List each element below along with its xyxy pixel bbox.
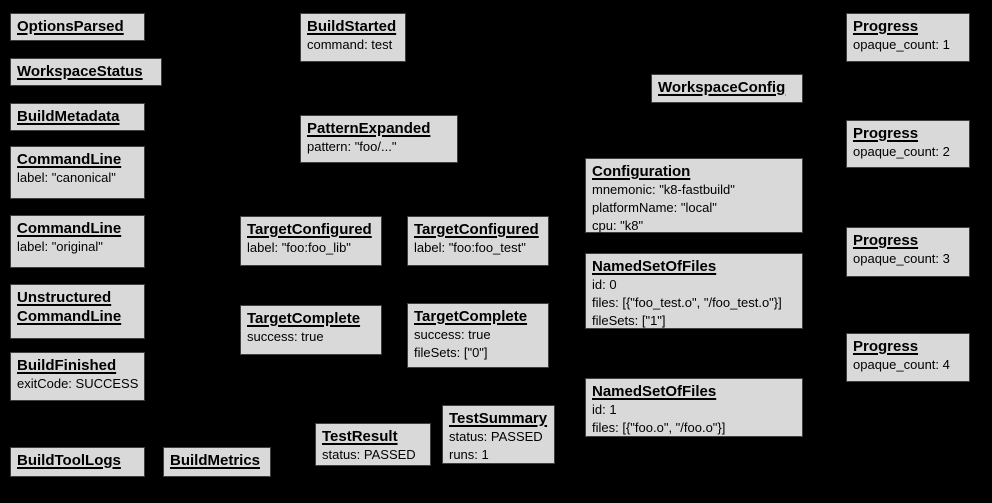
node-attribute: runs: 1: [449, 447, 489, 462]
node-attribute: fileSets: ["1"]: [592, 313, 666, 328]
node-attribute: pattern: "foo/...": [307, 139, 397, 154]
node-attribute: label: "foo:foo_test": [414, 240, 526, 255]
node-attribute: platformName: "local": [592, 200, 717, 215]
node-attribute: success: true: [247, 329, 324, 344]
node-pattern-expanded: PatternExpanded pattern: "foo/...": [300, 115, 458, 163]
node-attribute: id: 1: [592, 402, 617, 417]
node-title: OptionsParsed: [17, 18, 124, 35]
node-command-line-canonical: CommandLine label: "canonical": [10, 146, 145, 199]
node-build-metrics: BuildMetrics: [163, 447, 271, 477]
node-workspace-config: WorkspaceConfig: [651, 74, 803, 103]
node-title: NamedSetOfFiles: [592, 258, 717, 275]
node-title: Progress: [853, 232, 919, 249]
node-attribute: success: true: [414, 327, 491, 342]
node-attribute: exitCode: SUCCESS: [17, 376, 139, 391]
node-title: Progress: [853, 125, 919, 142]
node-title: CommandLine: [17, 220, 122, 237]
node-title: BuildFinished: [17, 357, 117, 374]
node-title: Configuration: [592, 163, 691, 180]
node-progress-1: Progress opaque_count: 1: [846, 13, 970, 62]
node-build-metadata: BuildMetadata: [10, 103, 145, 131]
node-title: Progress: [853, 338, 919, 355]
node-attribute: cpu: "k8": [592, 218, 644, 233]
node-target-configured-foo-test: TargetConfigured label: "foo:foo_test": [407, 216, 549, 266]
node-attribute: opaque_count: 1: [853, 37, 950, 52]
node-attribute: label: "canonical": [17, 170, 116, 185]
node-test-result: TestResult status: PASSED: [315, 423, 431, 466]
node-options-parsed: OptionsParsed: [10, 13, 145, 41]
node-title: WorkspaceConfig: [658, 79, 786, 96]
node-title: BuildStarted: [307, 18, 397, 35]
node-title: TargetConfigured: [414, 221, 539, 238]
node-title: TestResult: [322, 428, 398, 445]
node-attribute: status: PASSED: [322, 447, 416, 462]
node-named-set-of-files-1: NamedSetOfFiles id: 1 files: [{"foo.o", …: [585, 378, 803, 437]
node-target-configured-foo-lib: TargetConfigured label: "foo:foo_lib": [240, 216, 382, 266]
node-title: PatternExpanded: [307, 120, 431, 137]
node-workspace-status: WorkspaceStatus: [10, 58, 162, 86]
node-unstructured-command-line: Unstructured CommandLine: [10, 284, 145, 339]
node-progress-3: Progress opaque_count: 3: [846, 227, 970, 277]
node-title: WorkspaceStatus: [17, 63, 143, 80]
node-build-tool-logs: BuildToolLogs: [10, 447, 145, 477]
node-attribute: label: "original": [17, 239, 103, 254]
node-attribute: fileSets: ["0"]: [414, 345, 488, 360]
node-title: TestSummary: [449, 410, 548, 427]
node-attribute: command: test: [307, 37, 393, 52]
node-attribute: status: PASSED: [449, 429, 543, 444]
node-build-finished: BuildFinished exitCode: SUCCESS: [10, 352, 145, 401]
node-title: NamedSetOfFiles: [592, 383, 717, 400]
node-test-summary: TestSummary status: PASSED runs: 1: [442, 405, 555, 464]
node-attribute: id: 0: [592, 277, 617, 292]
node-target-complete-foo-test: TargetComplete success: true fileSets: […: [407, 303, 549, 368]
node-title: TargetConfigured: [247, 221, 372, 238]
node-progress-4: Progress opaque_count: 4: [846, 333, 970, 382]
node-attribute: opaque_count: 4: [853, 357, 950, 372]
node-title: Unstructured CommandLine: [17, 289, 122, 325]
node-title: TargetComplete: [414, 308, 528, 325]
node-title: BuildToolLogs: [17, 452, 121, 469]
node-title: BuildMetrics: [170, 452, 261, 469]
node-target-complete-foo-lib: TargetComplete success: true: [240, 305, 382, 355]
node-command-line-original: CommandLine label: "original": [10, 215, 145, 268]
node-build-started: BuildStarted command: test: [300, 13, 406, 62]
node-title: BuildMetadata: [17, 108, 120, 125]
node-progress-2: Progress opaque_count: 2: [846, 120, 970, 168]
node-named-set-of-files-0: NamedSetOfFiles id: 0 files: [{"foo_test…: [585, 253, 803, 329]
node-attribute: label: "foo:foo_lib": [247, 240, 351, 255]
node-title: Progress: [853, 18, 919, 35]
node-title: TargetComplete: [247, 310, 361, 327]
node-attribute: opaque_count: 3: [853, 251, 950, 266]
node-attribute: files: [{"foo_test.o", "/foo_test.o"}]: [592, 295, 782, 310]
node-attribute: files: [{"foo.o", "/foo.o"}]: [592, 420, 726, 435]
node-attribute: mnemonic: "k8-fastbuild": [592, 182, 735, 197]
node-configuration: Configuration mnemonic: "k8-fastbuild" p…: [585, 158, 803, 233]
node-title: CommandLine: [17, 151, 122, 168]
node-attribute: opaque_count: 2: [853, 144, 950, 159]
